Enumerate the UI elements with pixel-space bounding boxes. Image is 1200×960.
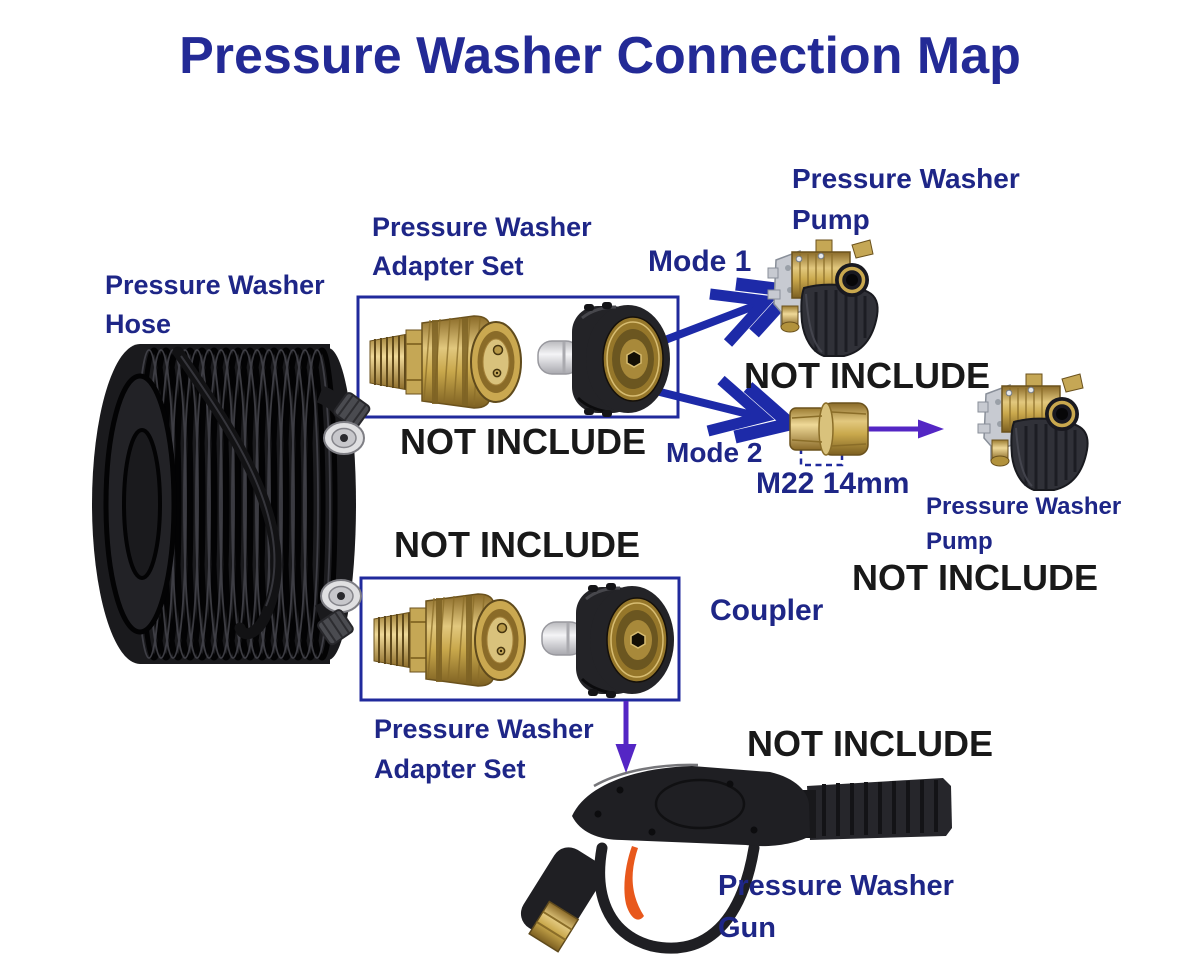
m22-dimension-bracket	[799, 448, 844, 467]
thread-spec-label: M22 14mm	[756, 467, 910, 500]
not-include-badge-gun: NOT INCLUDE	[747, 723, 993, 764]
coupler-label: Coupler	[710, 594, 824, 627]
gun-label-line1: Pressure Washer	[718, 870, 954, 902]
pump-top-label-line1: Pressure Washer	[792, 163, 1020, 194]
pump-illustration-top	[766, 238, 880, 358]
m22-brass-fitting	[789, 402, 869, 456]
not-include-badge-pump-right: NOT INCLUDE	[852, 557, 1098, 598]
arrow-to-gun	[615, 701, 637, 773]
hose-illustration	[92, 344, 371, 664]
adapter-set-bottom-label-line2: Adapter Set	[374, 754, 526, 784]
quick-connect-adapter-bottom	[373, 593, 526, 687]
arrow-to-pump2	[866, 419, 944, 439]
hose-label-line2: Hose	[105, 309, 172, 339]
not-include-badge-pump-top: NOT INCLUDE	[744, 355, 990, 396]
pump-illustration-right	[976, 372, 1090, 492]
mode2-label: Mode 2	[666, 437, 763, 468]
not-include-badge-adapter-top: NOT INCLUDE	[400, 421, 646, 462]
connection-box-top	[356, 295, 680, 419]
pump-top-label-line2: Pump	[792, 204, 870, 235]
adapter-set-top-label-line2: Adapter Set	[372, 251, 524, 281]
pump-right-label: Pressure Washer Pump	[926, 495, 1121, 554]
quick-connect-adapter-top	[369, 315, 522, 409]
gun-illustration	[520, 763, 952, 954]
hose-label-line1: Pressure Washer	[105, 270, 325, 300]
m22-coupler-top	[536, 300, 672, 419]
gun-label: Pressure Washer Gun	[718, 872, 954, 943]
adapter-set-bottom-label-line1: Pressure Washer	[374, 714, 594, 744]
connection-box-bottom	[359, 576, 681, 702]
adapter-set-top-label: Pressure Washer Adapter Set	[372, 214, 592, 280]
not-include-badge-adapter-bottom: NOT INCLUDE	[394, 524, 640, 565]
adapter-set-top-label-line1: Pressure Washer	[372, 212, 592, 242]
page-title: Pressure Washer Connection Map	[179, 27, 1021, 85]
pump-right-label-line1: Pressure Washer	[926, 493, 1122, 520]
pump-right-label-line2: Pump	[926, 528, 993, 555]
gun-label-line2: Gun	[718, 912, 776, 944]
m22-coupler-bottom	[540, 581, 676, 700]
adapter-set-bottom-label: Pressure Washer Adapter Set	[374, 716, 594, 783]
pump-top-label: Pressure Washer Pump	[792, 165, 1020, 234]
mode1-label: Mode 1	[648, 245, 752, 278]
hose-label: Pressure Washer Hose	[105, 272, 325, 338]
